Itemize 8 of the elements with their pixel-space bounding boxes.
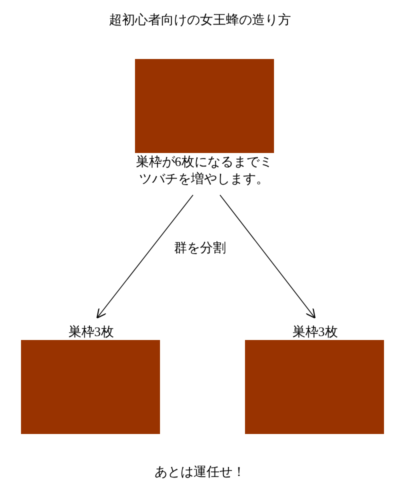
frame-caption: 巣枠3枚 bbox=[67, 323, 115, 340]
title: 超初心者向けの女王蜂の造り方 bbox=[109, 11, 291, 29]
frame-caption: 巣枠3枚 bbox=[291, 323, 339, 340]
arrow bbox=[220, 194, 316, 319]
closing-note: あとは運任せ！ bbox=[154, 463, 246, 481]
step-label: 群を分割 bbox=[173, 239, 227, 257]
arrow bbox=[96, 194, 194, 319]
frame-caption: 巣枠が6枚になるまでミツバチを増やします。 bbox=[134, 153, 274, 187]
